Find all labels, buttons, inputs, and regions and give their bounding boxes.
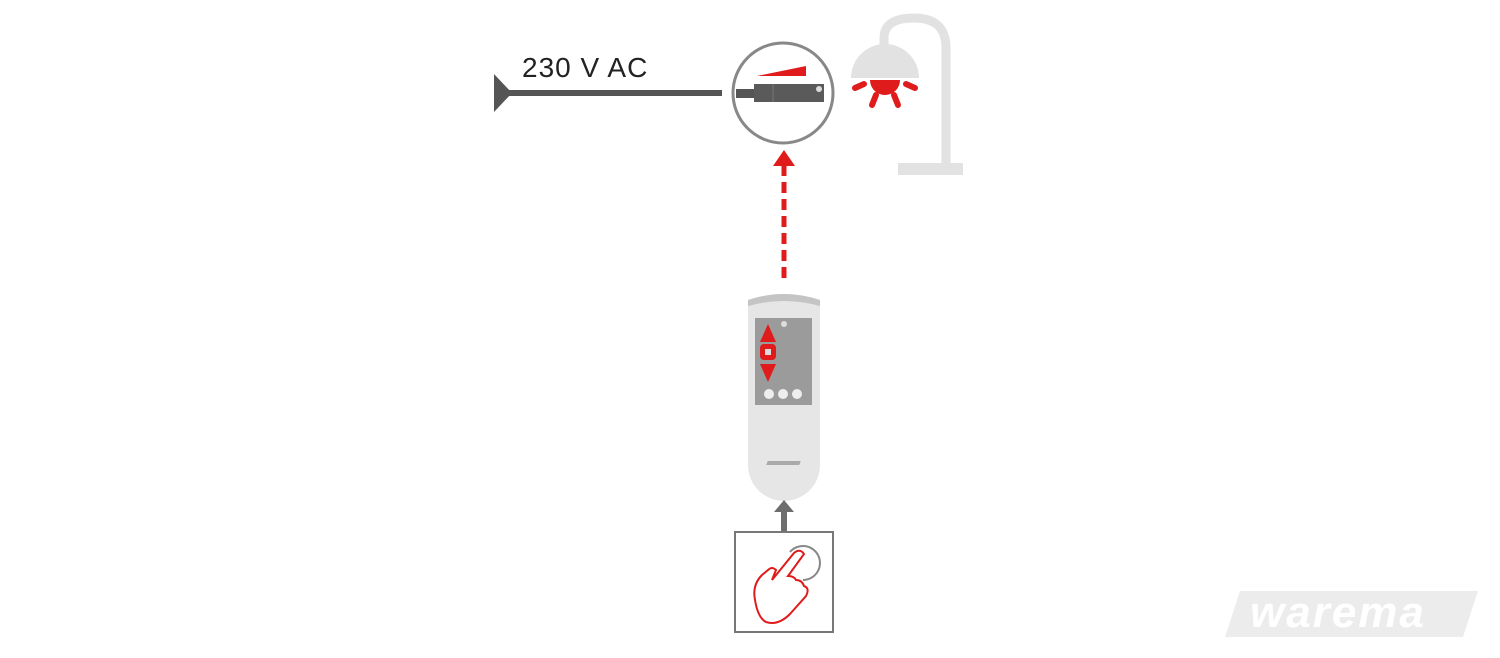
press-arrow — [774, 500, 794, 532]
remote-control-icon — [748, 294, 820, 501]
supply-voltage-label: 230 V AC — [522, 52, 649, 83]
warema-logo: warema — [1250, 588, 1426, 637]
actuator-icon — [731, 41, 835, 145]
logo-background — [1225, 591, 1478, 637]
radio-signal-arrow — [773, 150, 795, 278]
push-button-icon — [734, 531, 834, 633]
power-line — [494, 74, 722, 112]
lamp-icon — [851, 13, 963, 175]
